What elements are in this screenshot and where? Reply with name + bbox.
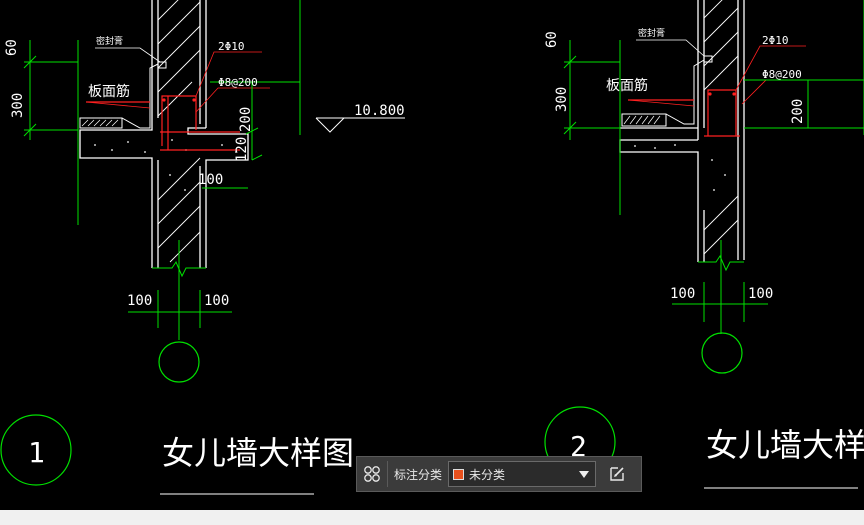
waterproof-1: [121, 63, 159, 129]
dim-120-1: 120: [234, 137, 250, 162]
cad-drawing-canvas[interactable]: 密封膏 2Φ10 Φ8@200 板面筋 60 300 200 120 100 1…: [0, 0, 864, 510]
edit-category-icon[interactable]: [602, 457, 632, 491]
category-grid-icon[interactable]: [357, 457, 387, 491]
slab-rebar-label-2: 板面筋: [606, 77, 648, 94]
dim-60-2: 60: [544, 31, 560, 48]
elevation-text-1: 10.800: [354, 103, 405, 119]
sealant-label-1: 密封膏: [96, 35, 123, 47]
status-strip: [0, 510, 864, 525]
dim-100-right-1: 100: [198, 172, 223, 188]
wall-2-hatch: [703, 0, 739, 255]
chevron-down-icon: [579, 471, 590, 478]
insulation-1-hatch: [81, 119, 119, 127]
rebar-stirrup-label-2: Φ8@200: [762, 68, 802, 81]
annotation-category-value: 未分类: [469, 467, 506, 482]
rebar-2-bars: [708, 92, 736, 96]
sealant-label-2: 密封膏: [638, 27, 665, 39]
detail-2: 密封膏 2Φ10 Φ8@200 板面筋 60 300 200 100 100 2…: [544, 0, 864, 489]
leaders-1: [95, 47, 161, 63]
dim-300-1: 300: [10, 93, 26, 118]
dim-100-a-1: 100: [127, 293, 152, 309]
detail-title-2: 女儿墙大样图: [706, 426, 864, 464]
dim-200-1: 200: [238, 107, 254, 132]
slab-rebar-label-1: 板面筋: [88, 83, 130, 100]
dim-100-b-1: 100: [204, 293, 229, 309]
slab-2-dots: [634, 144, 726, 191]
dim-60-1: 60: [4, 39, 20, 56]
rebar-1-bars: [162, 98, 196, 102]
dim-200-2: 200: [790, 99, 806, 124]
detail-number-2: 2: [570, 430, 587, 463]
toolbar-separator: [387, 461, 388, 487]
dims-2: [563, 0, 864, 334]
category-color-swatch: [453, 468, 465, 480]
dim-100-b-2: 100: [748, 286, 773, 302]
leaders-1-red: [85, 51, 270, 113]
wall-2-outline: [619, 0, 745, 262]
rebar-stirrup-label-1: Φ8@200: [218, 76, 258, 89]
axis-bubble-1: [158, 341, 200, 383]
annotation-category-select[interactable]: 未分类: [448, 461, 597, 487]
detail-number-bubble-1: [0, 414, 72, 486]
wall-1-hatch: [157, 0, 201, 263]
waterproof-2: [665, 59, 705, 125]
dims-1: [23, 0, 301, 340]
detail-1: 密封膏 2Φ10 Φ8@200 板面筋 60 300 200 120 100 1…: [0, 0, 405, 495]
detail-number-1: 1: [28, 436, 45, 469]
cad-drawing-svg[interactable]: 密封膏 2Φ10 Φ8@200 板面筋 60 300 200 120 100 1…: [0, 0, 864, 510]
rebar-2: [628, 89, 740, 137]
break-line-2: [698, 254, 744, 272]
elevation-marker-1: [315, 117, 405, 133]
dim-300-2: 300: [554, 87, 570, 112]
slab-1-dots: [94, 139, 237, 191]
insulation-2: [621, 113, 667, 127]
annotation-category-toolbar: 标注分类 未分类: [356, 456, 642, 492]
axis-bubble-2: [701, 332, 743, 374]
rebar-top-label-2: 2Φ10: [762, 34, 789, 47]
dim-100-a-2: 100: [670, 286, 695, 302]
annotation-category-label: 标注分类: [394, 467, 443, 482]
break-line-1: [152, 260, 206, 278]
sealant-2: [703, 55, 713, 63]
rebar-top-label-1: 2Φ10: [218, 40, 245, 53]
insulation-1: [79, 117, 123, 129]
sealant-1: [157, 61, 167, 69]
rebar-1: [86, 95, 240, 151]
detail-title-1: 女儿墙大样图: [162, 434, 354, 472]
insulation-2-hatch: [623, 115, 661, 125]
leaders-2: [636, 39, 705, 57]
